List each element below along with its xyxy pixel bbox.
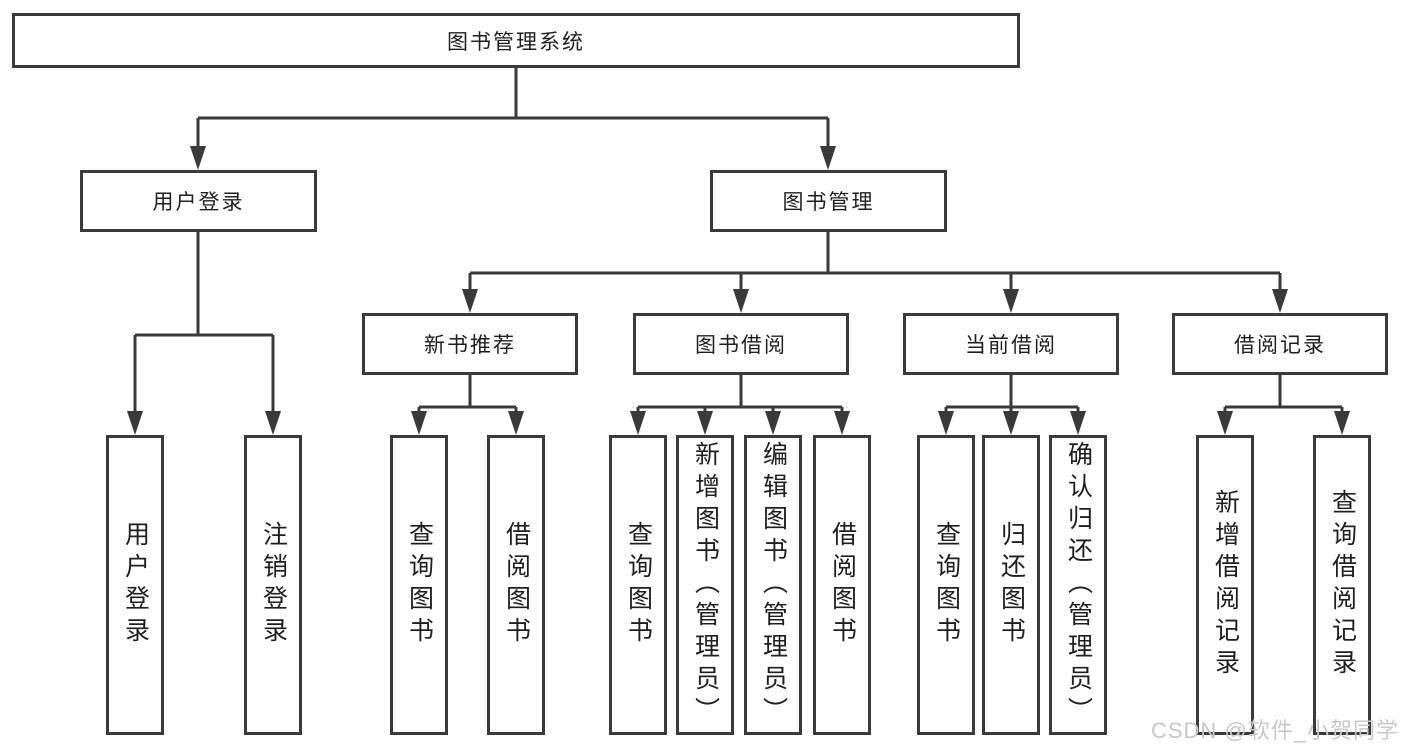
leaf-query-books-current: 查询图书	[917, 435, 975, 735]
leaf-borrow-books: 借阅图书	[813, 435, 871, 735]
arrowhead	[190, 146, 206, 170]
arrowhead	[938, 411, 954, 435]
connector-user-login-group	[127, 232, 281, 435]
arrowhead	[1003, 411, 1019, 435]
leaf-user-login: 用户登录	[106, 435, 164, 735]
connector-book-management-group	[462, 232, 1288, 313]
arrowhead	[765, 411, 781, 435]
arrowhead	[1003, 289, 1019, 313]
arrowhead	[462, 289, 478, 313]
arrowhead	[733, 289, 749, 313]
leaf-return-books: 归还图书	[982, 435, 1040, 735]
node-new-book-recommend: 新书推荐	[362, 313, 578, 375]
arrowhead	[1070, 411, 1086, 435]
connector-current-borrow-group	[938, 375, 1086, 435]
node-library-management-system: 图书管理系统	[12, 13, 1020, 68]
connector-book-borrow-group	[630, 375, 850, 435]
connector-root-to-level2	[190, 68, 836, 170]
leaf-query-books-recommend: 查询图书	[390, 435, 448, 735]
node-user-login-branch: 用户登录	[80, 170, 317, 232]
leaf-add-books-admin: 新增图书（管理员）	[676, 435, 734, 735]
arrowhead	[834, 411, 850, 435]
node-book-borrow: 图书借阅	[633, 313, 849, 375]
leaf-query-borrow-record: 查询借阅记录	[1313, 435, 1371, 735]
arrowhead	[127, 411, 143, 435]
connector-new-book-recommend-group	[411, 375, 524, 435]
arrowhead	[697, 411, 713, 435]
arrowhead	[1217, 411, 1233, 435]
leaf-confirm-return-admin: 确认归还（管理员）	[1049, 435, 1107, 735]
arrowhead	[411, 411, 427, 435]
arrowhead	[630, 411, 646, 435]
leaf-add-borrow-record: 新增借阅记录	[1196, 435, 1254, 735]
connector-borrow-records-group	[1217, 375, 1350, 435]
csdn-watermark: CSDN @软件_小贺同学	[1150, 718, 1399, 743]
leaf-borrow-books-recommend: 借阅图书	[487, 435, 545, 735]
node-borrow-records: 借阅记录	[1172, 313, 1388, 375]
node-book-management-branch: 图书管理	[710, 170, 947, 232]
leaf-query-books-borrow: 查询图书	[609, 435, 667, 735]
arrowhead	[1334, 411, 1350, 435]
node-current-borrow: 当前借阅	[903, 313, 1119, 375]
leaf-logout: 注销登录	[244, 435, 302, 735]
arrowhead	[820, 146, 836, 170]
arrowhead	[1272, 289, 1288, 313]
leaf-edit-books-admin: 编辑图书（管理员）	[744, 435, 802, 735]
arrowhead	[265, 411, 281, 435]
arrowhead	[508, 411, 524, 435]
